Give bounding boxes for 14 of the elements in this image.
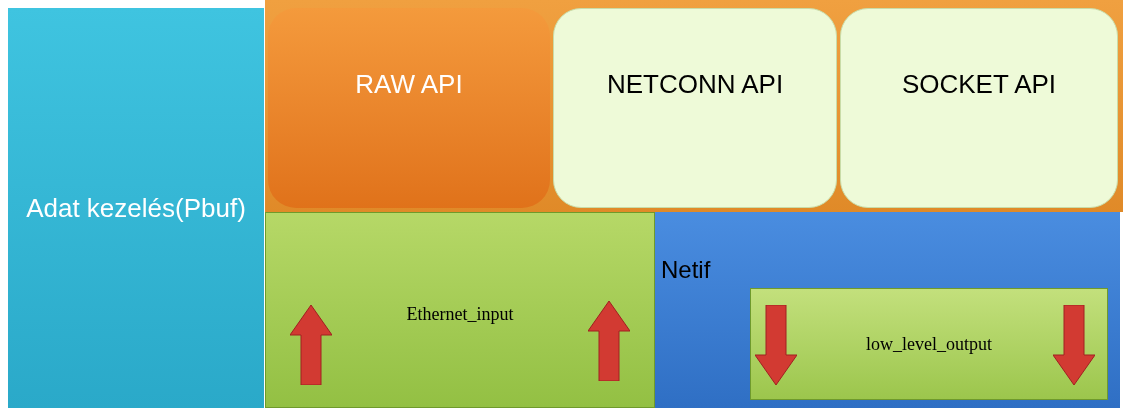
block xyxy=(750,288,1108,400)
block xyxy=(553,8,837,208)
block-label: Adat kezelés(Pbuf) xyxy=(25,192,247,225)
block xyxy=(8,8,264,408)
region xyxy=(655,212,1120,408)
block-label: low_level_output xyxy=(866,332,992,356)
block-label: SOCKET API xyxy=(901,67,1057,101)
block xyxy=(268,8,550,208)
block-label: RAW API xyxy=(355,67,463,101)
block-label: Netif xyxy=(661,255,711,285)
block-label: NETCONN API xyxy=(606,67,784,101)
block xyxy=(265,212,655,408)
block-label: Ethernet_input xyxy=(406,302,514,326)
block xyxy=(840,8,1118,208)
